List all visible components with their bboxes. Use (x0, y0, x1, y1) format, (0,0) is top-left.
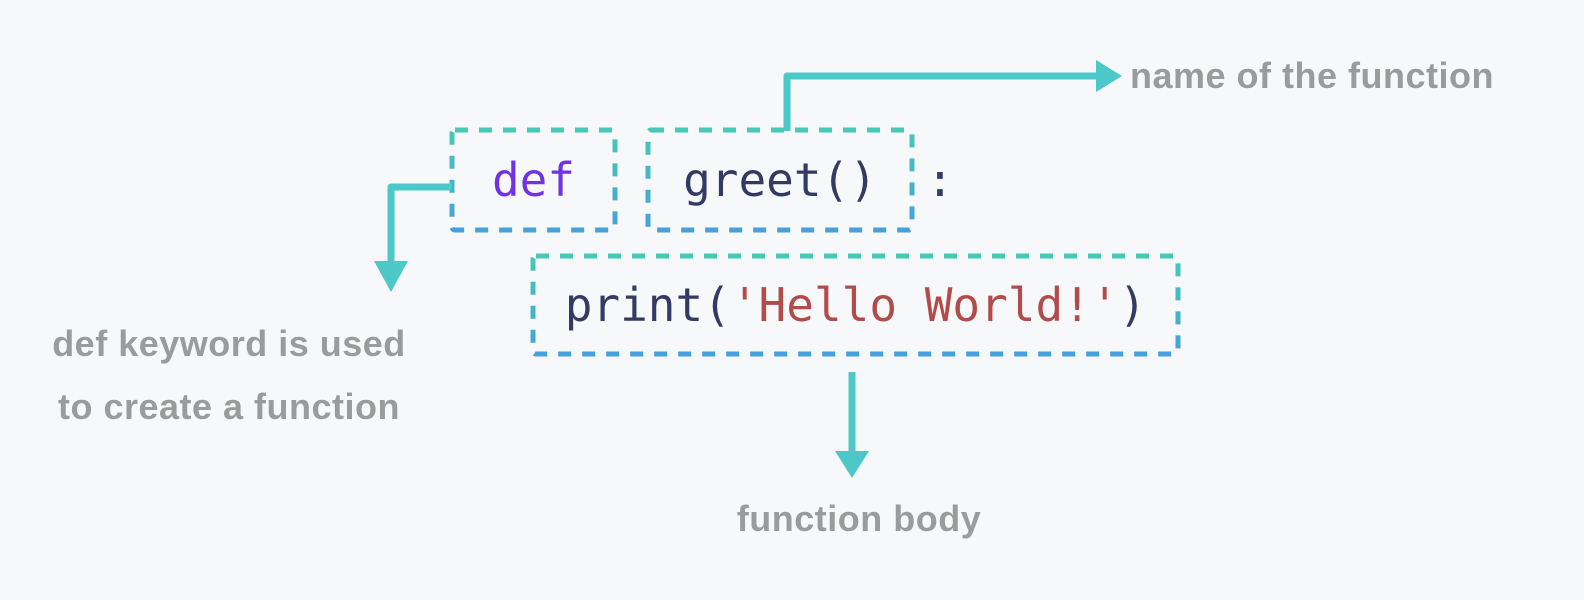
def-keyword-box-outline (449, 127, 618, 233)
function-name-annotation-label: name of the function (1130, 55, 1494, 96)
print-call-open-text: print( (564, 278, 731, 332)
colon-text: : (926, 153, 954, 207)
print-string-text: 'Hello World!' (730, 278, 1119, 332)
def-keyword-text: def (491, 153, 576, 207)
def-annotation-line2: to create a function (57, 386, 401, 427)
print-call-close-text: ) (1118, 278, 1147, 332)
function-body-annotation-label: function body (736, 498, 982, 539)
function-name-box-outline (645, 127, 915, 233)
arrow-to-def-label (374, 183, 452, 292)
def-annotation-line1: def keyword is used (52, 323, 406, 364)
arrow-to-function-body-label (835, 372, 869, 478)
function-body-code: print('Hello World!') (533, 256, 1178, 354)
function-name-text: greet() (683, 153, 877, 207)
def-keyword-annotation-label: def keyword is used to create a function (29, 312, 429, 438)
arrow-to-function-name-label (783, 60, 1122, 131)
function-body-box-outline (530, 253, 1181, 357)
